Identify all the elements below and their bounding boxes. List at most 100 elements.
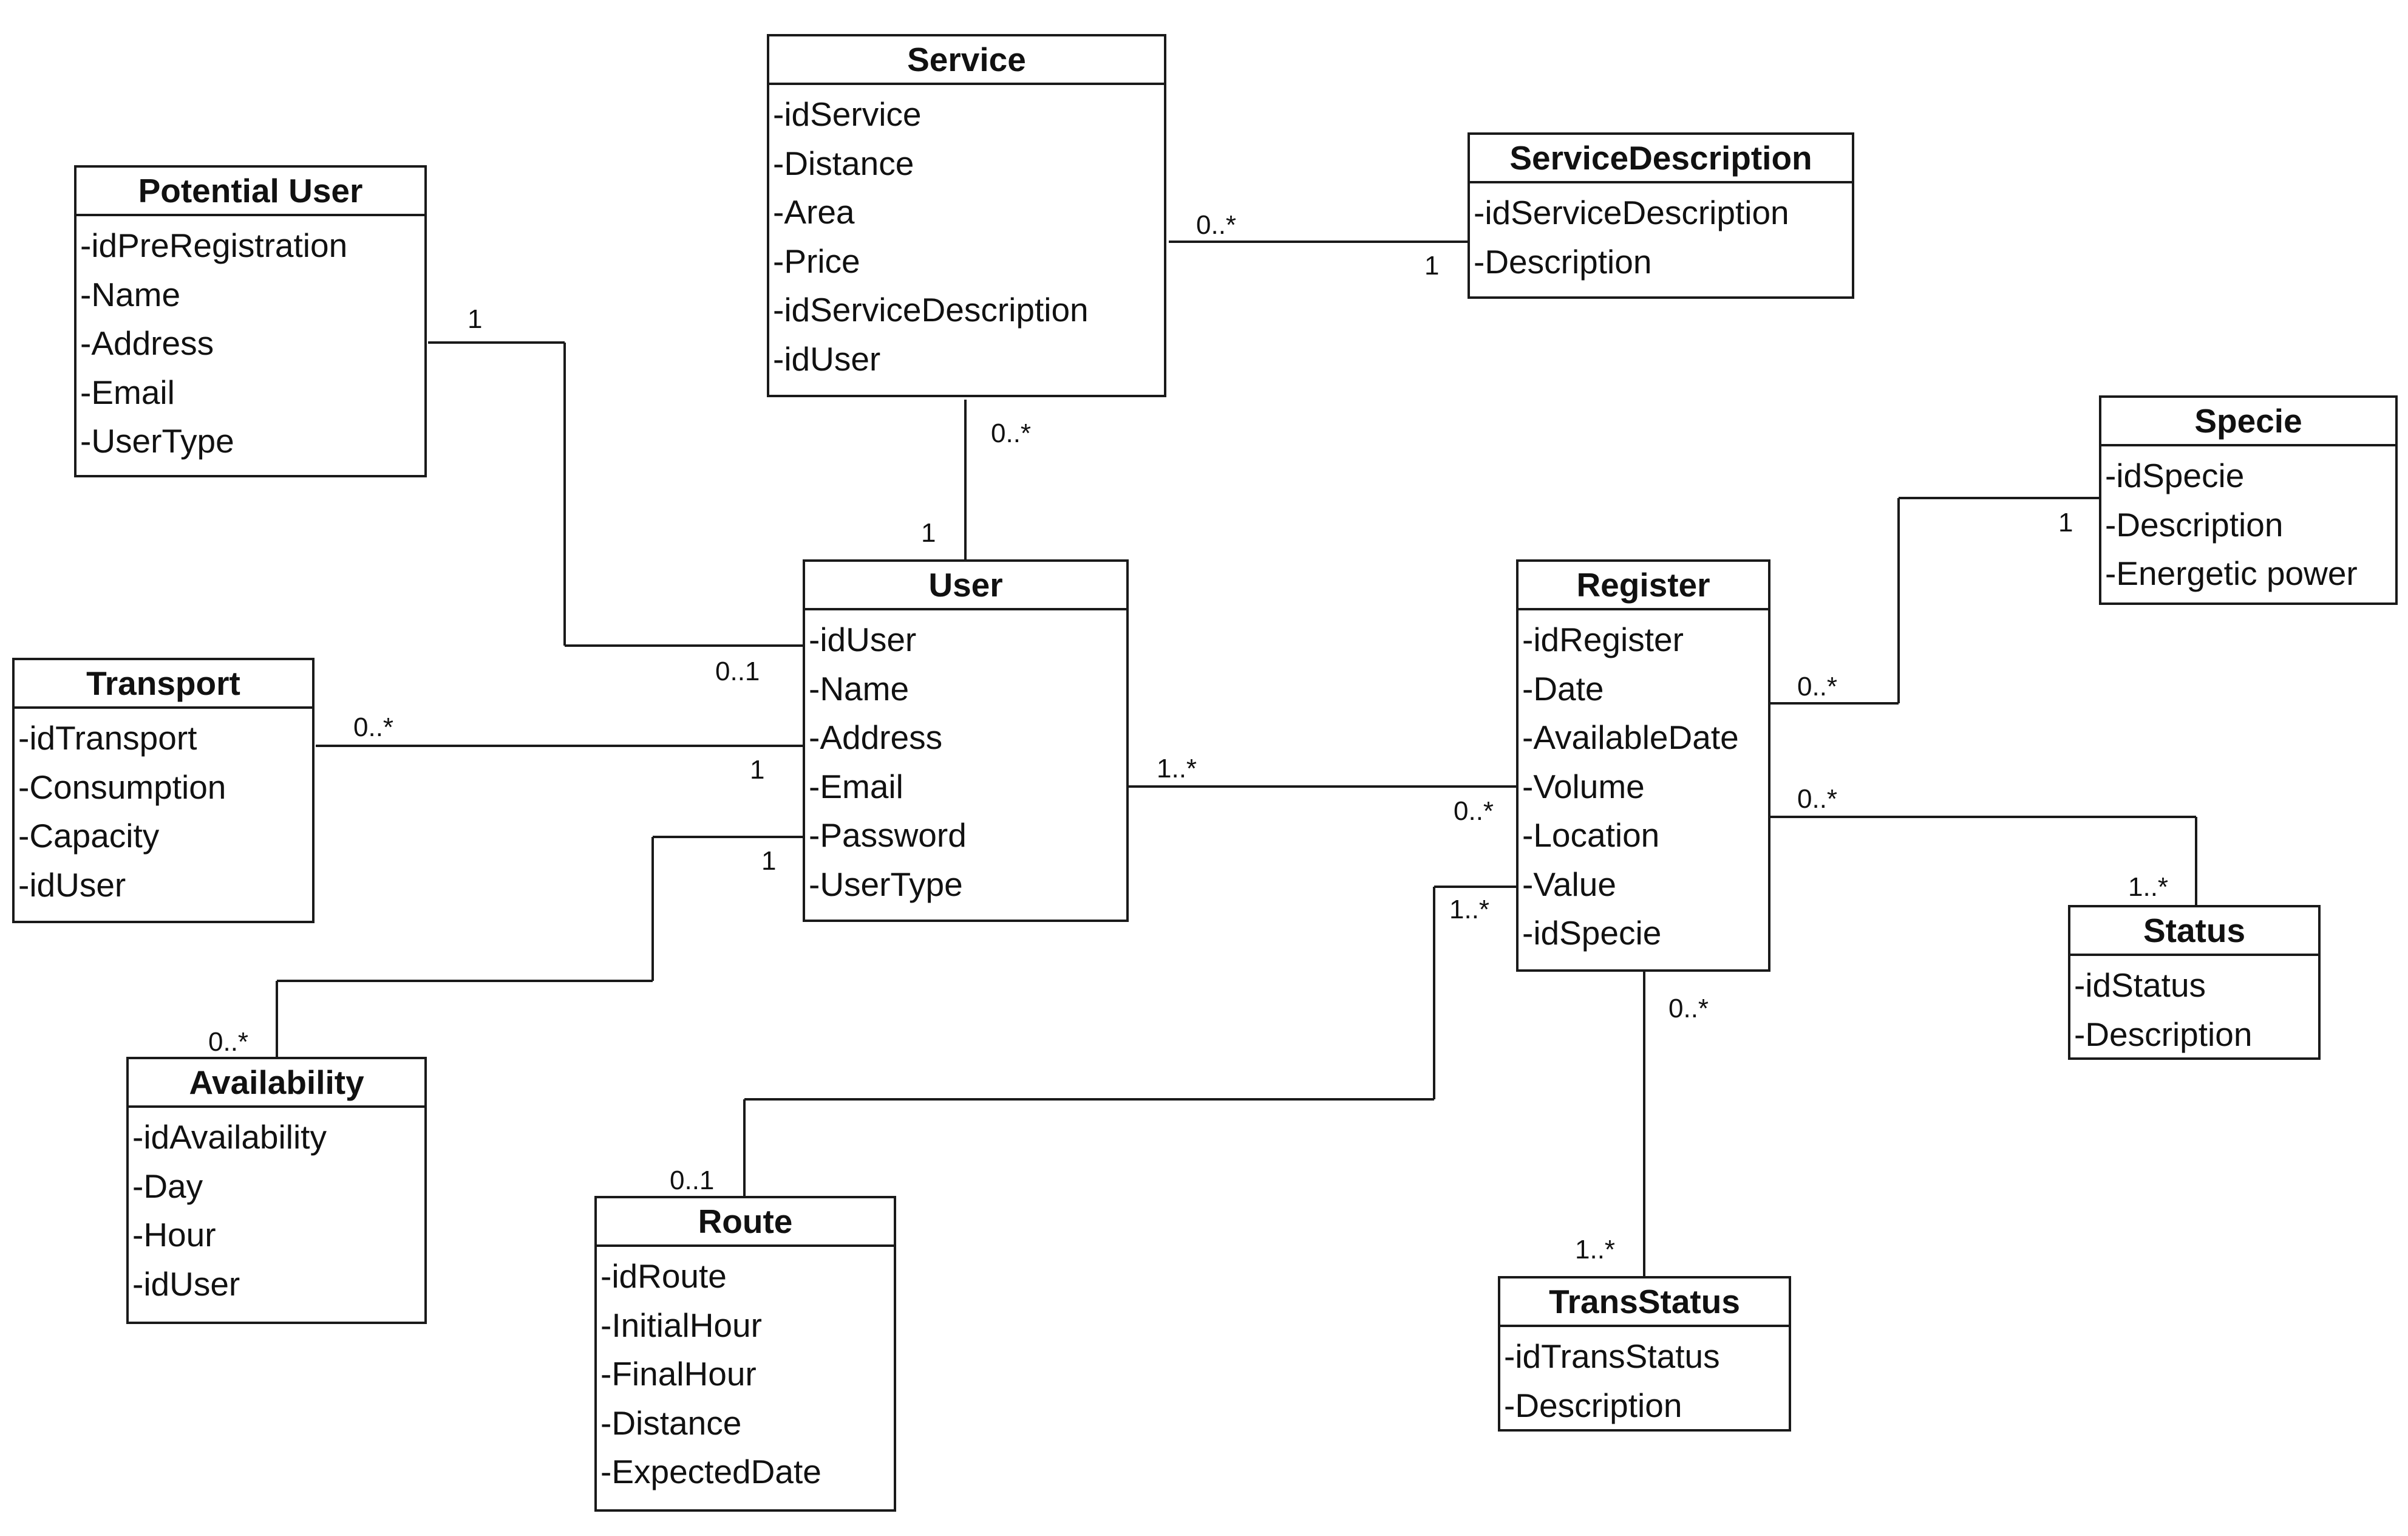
class-title: User [805,562,1126,610]
attribute: -Volume [1522,767,1645,805]
class-transport[interactable]: Transport -idTransport -Consumption -Cap… [12,658,315,923]
multiplicity-label: 0..* [208,1027,248,1057]
attribute: -Email [80,373,175,411]
class-title: TransStatus [1500,1278,1789,1327]
multiplicity-label: 1..* [1575,1235,1615,1265]
attribute: -Value [1522,865,1616,903]
attribute-list: -idService -Distance -Area -Price -idSer… [769,85,1164,383]
attribute: -idUser [809,621,917,658]
attribute: -Password [809,816,967,854]
multiplicity-label: 0..* [1797,672,1837,701]
attribute: -idServiceDescription [1474,194,1789,231]
attribute-list: -idStatus -Description [2070,956,2318,1059]
attribute: -Day [132,1167,203,1205]
class-specie[interactable]: Specie -idSpecie -Description -Energetic… [2099,395,2398,605]
attribute-list: -idRoute -InitialHour -FinalHour -Distan… [597,1247,894,1497]
attribute: -InitialHour [600,1306,762,1344]
class-status[interactable]: Status -idStatus -Description [2068,905,2321,1060]
multiplicity-label: 1 [2058,508,2073,538]
multiplicity-label: 0..* [1797,784,1837,814]
attribute-list: -idTransport -Consumption -Capacity -idU… [15,709,312,909]
attribute-list: -idAvailability -Day -Hour -idUser [129,1108,424,1308]
multiplicity-label: 1 [468,304,482,334]
class-title: ServiceDescription [1470,135,1852,183]
attribute: -idRegister [1522,621,1684,658]
class-title: Potential User [77,168,424,216]
attribute: -Description [1474,242,1652,281]
attribute-list: -idPreRegistration -Name -Address -Email… [77,216,424,466]
attribute: -idUser [18,865,126,904]
attribute: -idService [773,95,922,133]
attribute: -Date [1522,669,1604,708]
attribute: -AvailableDate [1522,719,1739,756]
class-service[interactable]: Service -idService -Distance -Area -Pric… [767,34,1166,397]
multiplicity-label: 1 [750,755,764,785]
attribute-list: -idTransStatus -Description [1500,1327,1789,1430]
class-title: Specie [2101,398,2395,446]
attribute: -idServiceDescription [773,291,1089,329]
class-potential-user[interactable]: Potential User -idPreRegistration -Name … [74,165,427,477]
multiplicity-label: 0..* [991,418,1031,448]
attribute: -idUser [773,340,881,378]
multiplicity-label: 1..* [1449,895,1489,924]
attribute: -idPreRegistration [80,227,348,264]
multiplicity-label: 0..1 [715,657,760,686]
multiplicity-label: 1 [921,518,936,548]
attribute: -idTransStatus [1504,1337,1720,1375]
attribute: -Email [809,767,903,805]
multiplicity-label: 0..* [1454,796,1494,826]
attribute: -Address [80,324,214,362]
multiplicity-label: 1 [761,846,776,876]
attribute: -idStatus [2074,966,2206,1004]
multiplicity-label: 0..* [1668,994,1709,1023]
attribute: -idSpecie [2105,457,2245,494]
class-title: Route [597,1198,894,1247]
class-service-description[interactable]: ServiceDescription -idServiceDescription… [1468,132,1854,299]
attribute-list: -idRegister -Date -AvailableDate -Volume… [1519,610,1768,958]
multiplicity-label: 0..1 [670,1166,714,1195]
attribute: -Distance [600,1404,742,1442]
attribute: -Description [2074,1015,2253,1053]
attribute: -idRoute [600,1257,727,1295]
attribute: -Address [809,719,943,756]
attribute: -UserType [809,865,963,903]
class-route[interactable]: Route -idRoute -InitialHour -FinalHour -… [594,1196,896,1512]
multiplicity-label: 1..* [1157,754,1197,783]
attribute: -idTransport [18,719,197,757]
class-title: Register [1519,562,1768,610]
class-title: Transport [15,660,312,709]
attribute: -idUser [132,1265,240,1303]
multiplicity-label: 1..* [2128,872,2168,902]
attribute: -Name [80,275,181,313]
class-user[interactable]: User -idUser -Name -Address -Email -Pass… [803,559,1129,922]
attribute-list: -idServiceDescription -Description [1470,183,1852,286]
multiplicity-label: 1 [1424,251,1439,281]
attribute: -ExpectedDate [600,1453,821,1490]
attribute-list: -idUser -Name -Address -Email -Password … [805,610,1126,909]
class-title: Service [769,36,1164,85]
attribute: -Price [773,242,860,280]
attribute: -Distance [773,144,914,182]
attribute: -Capacity [18,817,160,855]
attribute: -Consumption [18,768,226,806]
class-register[interactable]: Register -idRegister -Date -AvailableDat… [1516,559,1770,972]
attribute: -Energetic power [2105,555,2358,592]
attribute: -Area [773,193,855,231]
class-trans-status[interactable]: TransStatus -idTransStatus -Description [1498,1276,1791,1432]
class-title: Availability [129,1059,424,1108]
multiplicity-label: 0..* [353,712,393,742]
class-title: Status [2070,907,2318,956]
multiplicity-label: 0..* [1196,210,1236,240]
attribute: -Description [2105,505,2284,544]
attribute: -FinalHour [600,1355,757,1393]
attribute: -Name [809,669,910,708]
attribute: -Location [1522,816,1660,854]
attribute: -idSpecie [1522,914,1662,952]
class-availability[interactable]: Availability -idAvailability -Day -Hour … [126,1057,427,1324]
attribute: -UserType [80,422,234,460]
attribute: -idAvailability [132,1118,327,1156]
attribute: -Description [1504,1386,1682,1424]
attribute: -Hour [132,1216,216,1254]
